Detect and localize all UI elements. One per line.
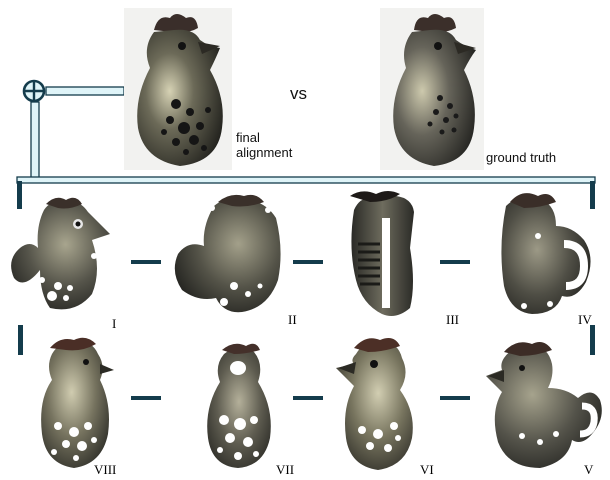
view-i-numeral: I <box>112 316 116 332</box>
view-v-render <box>482 336 608 474</box>
view-iv-numeral: IV <box>578 312 592 328</box>
view-i-render <box>6 190 128 320</box>
view-iii-numeral: III <box>446 312 459 328</box>
view-vi-numeral: VI <box>420 462 434 478</box>
view-ii-numeral: II <box>288 312 297 328</box>
view-v-numeral: V <box>584 462 593 478</box>
view-iv-render <box>480 186 604 322</box>
view-vii-render <box>194 338 284 474</box>
view-viii-numeral: VIII <box>94 462 116 478</box>
view-ii-render <box>168 190 292 320</box>
view-viii-render <box>30 334 120 474</box>
view-iii-render <box>340 188 430 326</box>
view-vii-numeral: VII <box>276 462 294 478</box>
view-vi-render <box>328 334 424 474</box>
